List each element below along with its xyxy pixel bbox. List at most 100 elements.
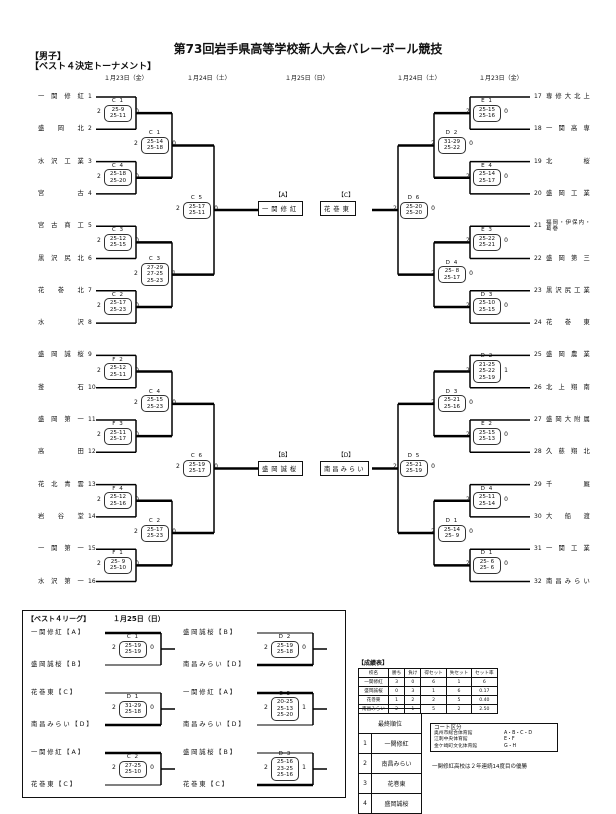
match-right-r2-set-score: 25-21 — [443, 397, 461, 404]
league-match-sets-won: 2 — [112, 764, 116, 771]
match-right-r2-set-score: 31-29 — [443, 138, 461, 145]
league-match-set-score: 27-25 — [124, 762, 142, 769]
team-seed-left: 4 — [88, 189, 92, 197]
match-left-r2-court: C 3 — [148, 256, 162, 263]
league-match-court: C 3 — [278, 690, 292, 697]
match-left-r2-sets-won: 2 — [134, 269, 138, 277]
match-right-r3-sets-won: 2 — [393, 205, 397, 213]
match-right-r3-set-score: 25-20 — [405, 203, 423, 210]
team-seed-right: 22 — [534, 254, 542, 262]
match-right-r1-sets-won: 2 — [466, 301, 470, 309]
league-match-court: C 1 — [126, 634, 140, 640]
league-match-sets-won: 2 — [264, 704, 268, 711]
match-right-r1-court: E 4 — [481, 162, 493, 169]
court-title: コート区分 — [434, 725, 462, 731]
match-left-r1-sets-won: 2 — [97, 108, 101, 116]
team-seed-left: 6 — [88, 254, 92, 262]
team-seed-right: 21 — [534, 222, 542, 230]
results-cell: 6 — [420, 677, 447, 687]
match-right-r3-court: D 6 — [407, 195, 421, 202]
results-cell: 3 — [404, 686, 422, 696]
team-name-left: 盛岡北 — [38, 125, 86, 133]
match-left-r1-sets-won: 2 — [97, 237, 101, 245]
match-right-r2-set-score: 25-17 — [443, 274, 461, 281]
match-left-r1-set-score: 25-18 — [109, 171, 127, 178]
match-right-r1-sets-lost: 0 — [504, 237, 508, 245]
match-left-r1-court: F 3 — [112, 421, 124, 428]
match-right-r3-set-score: 25-20 — [405, 210, 423, 217]
court-venue: 金ケ崎町文化体育館 — [434, 743, 478, 749]
match-right-r1-court: E 3 — [481, 227, 493, 234]
match-right-r1-set-score: 25-15 — [478, 429, 496, 436]
results-cell: 6 — [445, 686, 473, 696]
results-cell: 1 — [387, 695, 406, 705]
match-right-r1-set-score: 25-16 — [478, 113, 496, 120]
league-match-sets-lost: 0 — [150, 704, 154, 711]
match-left-r2-set-score: 25-14 — [146, 138, 164, 145]
match-left-r2-set-score: 25-23 — [146, 403, 164, 410]
match-left-r2-sets-won: 2 — [134, 528, 138, 536]
team-name-right: 久慈翔北 — [546, 448, 592, 456]
results-cell: 3 — [387, 677, 406, 687]
match-right-r1-set-score: 25-14 — [478, 171, 496, 178]
league-match-set-score: 25-13 — [276, 705, 294, 712]
match-left-r1-sets-won: 2 — [97, 431, 101, 439]
match-right-r1-set-score: 25-10 — [478, 300, 496, 307]
match-left-r3-set-score: 25-11 — [188, 210, 206, 217]
team-name-right: 盛岡農業 — [546, 351, 592, 359]
match-right-r1-sets-lost: 0 — [504, 431, 508, 439]
match-right-r1-set-score: 25-15 — [478, 306, 496, 313]
results-header: セット率 — [471, 668, 498, 678]
team-name-left: 一関第一 — [38, 545, 86, 553]
team-name-right: 一関高専 — [546, 125, 592, 133]
team-name-left: 花巻北 — [38, 286, 86, 294]
results-cell: 6 — [471, 677, 498, 687]
match-left-r1-set-score: 25-12 — [109, 494, 127, 501]
match-right-r1-sets-lost: 0 — [504, 495, 508, 503]
match-left-r1-set-score: 25-17 — [109, 436, 127, 443]
best4-team-a: 一関修紅 — [258, 201, 304, 216]
match-right-r2-set-score: 25-14 — [443, 526, 461, 533]
team-name-left: 水沢第一 — [38, 577, 86, 585]
section-bracket: 【ベスト４決定トーナメント】 — [30, 62, 157, 72]
results-cell: 2 — [420, 695, 447, 705]
match-right-r3-sets-lost: 0 — [431, 205, 435, 213]
match-left-r1-set-score: 25-16 — [109, 500, 127, 507]
match-left-r3-court: C 5 — [190, 195, 204, 202]
team-seed-right: 30 — [534, 512, 542, 520]
team-name-right: 北桜 — [546, 157, 592, 165]
team-name-left: 黒沢尻北 — [38, 254, 86, 262]
team-name-right: 盛岡第三 — [546, 254, 592, 262]
championship-note: 一関修紅高校は２年連続14度目の優勝 — [432, 764, 527, 770]
results-cell: 5 — [420, 704, 447, 714]
match-right-r2-sets-lost: 0 — [469, 269, 473, 277]
team-name-right: 北上翔南 — [546, 383, 592, 391]
league-team-bottom: 南昌みらい【D】 — [183, 661, 247, 668]
league-team-top: 一関修紅【A】 — [183, 689, 238, 696]
league-match-sets-won: 2 — [264, 644, 268, 651]
divider — [358, 708, 421, 709]
match-left-r1-sets-won: 2 — [97, 495, 101, 503]
match-left-r3-sets-lost: 0 — [214, 205, 218, 213]
team-seed-left: 3 — [88, 157, 92, 165]
